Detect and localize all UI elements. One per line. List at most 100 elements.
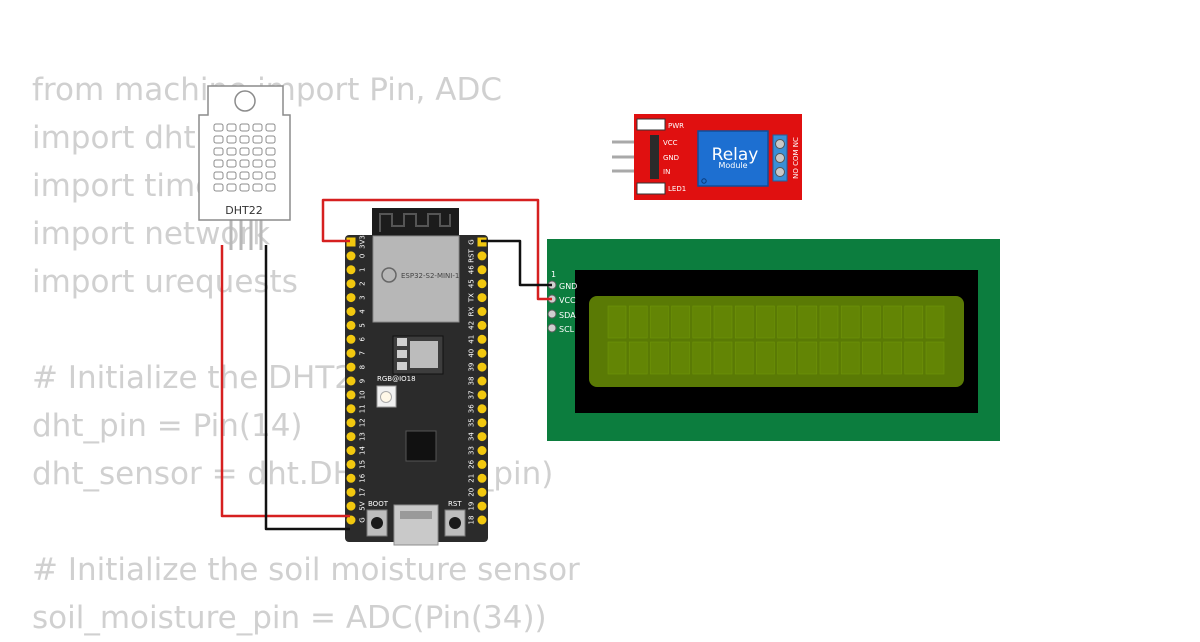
esp32-pin-right[interactable]	[477, 376, 487, 386]
esp32-pin-right[interactable]	[477, 487, 487, 497]
dht22-legs	[229, 220, 263, 250]
esp32-pin-right[interactable]	[477, 390, 487, 400]
lcd-cell	[777, 341, 796, 375]
usb-chip	[405, 430, 437, 462]
regulator-tab	[410, 341, 438, 368]
code-line: import network	[32, 216, 271, 252]
esp32-pin-left[interactable]	[346, 320, 356, 330]
lcd-cell	[734, 305, 754, 339]
esp32-pin-right[interactable]	[477, 334, 487, 344]
lcd-character-grid	[607, 305, 945, 375]
esp32-pin-right[interactable]	[477, 307, 487, 316]
esp32-pin-left[interactable]	[346, 487, 356, 497]
lcd-cell	[819, 305, 839, 339]
svg-text:VCC: VCC	[559, 296, 576, 305]
lcd-pin-sda[interactable]: SDA	[547, 309, 576, 320]
esp32-pin-right[interactable]	[477, 473, 487, 483]
esp32-pin-label-left: 11	[359, 404, 367, 413]
esp32-pin-right[interactable]	[477, 459, 487, 469]
esp32-pin-right[interactable]	[477, 362, 487, 372]
esp32-pin-right[interactable]	[477, 418, 487, 428]
dht22-vent	[265, 123, 276, 132]
lcd-cell	[671, 305, 690, 339]
esp32-right-header: GRST4645TXRX4241403938373635343326212019…	[468, 237, 487, 525]
esp32-pin-left[interactable]	[346, 251, 356, 261]
esp32-pin-label-right: RX	[468, 306, 476, 316]
esp32-pin-right[interactable]	[477, 348, 487, 358]
lcd-pin-number: 1	[551, 270, 556, 279]
dht22-vent	[265, 135, 276, 144]
esp32-antenna-trace	[379, 213, 451, 232]
dht22-vent	[239, 147, 250, 156]
lcd-cell	[883, 341, 902, 375]
esp32-pin-right[interactable]	[477, 265, 487, 275]
esp32-pin-right[interactable]	[477, 432, 487, 442]
esp32-pin-left[interactable]	[346, 362, 356, 372]
esp32-pin-right[interactable]	[477, 404, 487, 414]
esp32-pin-label-right: 36	[468, 404, 476, 413]
esp32-board[interactable]: ESP32-S2-MINI-1 RGB@IO18 BOOT RST 3V3012…	[345, 208, 488, 546]
dht22-vent	[252, 183, 263, 192]
esp32-pin-right[interactable]	[477, 251, 487, 261]
lcd-cell	[798, 305, 818, 339]
esp32-pin-left[interactable]	[346, 446, 356, 455]
dht22-vent	[252, 147, 263, 156]
dht22-vent	[226, 123, 237, 132]
relay-module[interactable]: PWR LED1 VCC GND IN Relay Module NO COM …	[612, 114, 802, 200]
lcd-cell	[904, 305, 924, 339]
esp32-pin-left[interactable]	[346, 418, 356, 428]
dht22-vent	[252, 123, 263, 132]
lcd-cell	[777, 305, 796, 339]
esp32-pin-label-left: 2	[359, 281, 367, 285]
esp32-pin-left[interactable]	[346, 432, 356, 442]
lcd-pin-scl[interactable]: SCL	[547, 323, 575, 334]
esp32-pin-label-right: G	[468, 239, 476, 244]
esp32-pin-left[interactable]	[346, 459, 356, 469]
esp32-pin-right[interactable]	[477, 515, 487, 525]
esp32-pin-right[interactable]	[477, 293, 487, 303]
lcd-display[interactable]: 1 GND VCC SDA SCL	[547, 239, 1000, 441]
dht22-mount-hole	[234, 90, 256, 112]
lcd-cell	[692, 305, 712, 339]
relay-pin-vcc: VCC	[663, 139, 678, 147]
esp32-pin-right[interactable]	[477, 446, 487, 455]
lcd-cell	[862, 305, 881, 339]
lcd-cell	[883, 305, 902, 339]
dht22-vent	[213, 123, 224, 132]
esp32-pin-left[interactable]	[346, 334, 356, 344]
boot-button[interactable]	[366, 509, 388, 537]
esp32-pin-right[interactable]	[477, 501, 487, 511]
esp32-pin-label-left: 3V3	[359, 235, 367, 249]
esp32-pin-label-right: 34	[468, 432, 476, 441]
esp32-pin-left[interactable]	[346, 279, 356, 289]
dht22-sensor[interactable]: DHT22	[198, 85, 291, 250]
regulator-pad	[397, 338, 407, 346]
relay-title: Relay	[712, 145, 759, 165]
esp32-pin-left[interactable]	[346, 390, 356, 400]
esp32-pin-left[interactable]	[346, 307, 356, 316]
dht22-vent	[239, 171, 250, 180]
esp32-pin-left[interactable]	[346, 473, 356, 483]
esp32-pin-right[interactable]	[477, 320, 487, 330]
esp32-pin-left[interactable]	[346, 265, 356, 275]
esp32-pin-left[interactable]	[346, 501, 356, 511]
dht22-vent-grid	[213, 123, 276, 192]
esp32-pin-right[interactable]	[477, 279, 487, 289]
lcd-cell	[713, 341, 733, 375]
regulator-pad	[397, 350, 407, 358]
esp32-pin-left[interactable]	[346, 237, 356, 247]
relay-pwr-led	[636, 118, 666, 131]
esp32-pin-left[interactable]	[346, 293, 356, 303]
esp32-pin-left[interactable]	[346, 404, 356, 414]
dht22-vent	[239, 183, 250, 192]
dht22-vent	[226, 159, 237, 168]
lcd-cell	[862, 341, 881, 375]
esp32-pin-left[interactable]	[346, 376, 356, 386]
relay-coil-housing	[697, 130, 769, 187]
lcd-cell	[904, 341, 924, 375]
esp32-pin-left[interactable]	[346, 515, 356, 525]
reset-button[interactable]	[444, 509, 466, 537]
svg-text:GND: GND	[559, 282, 577, 291]
esp32-pin-left[interactable]	[346, 348, 356, 358]
